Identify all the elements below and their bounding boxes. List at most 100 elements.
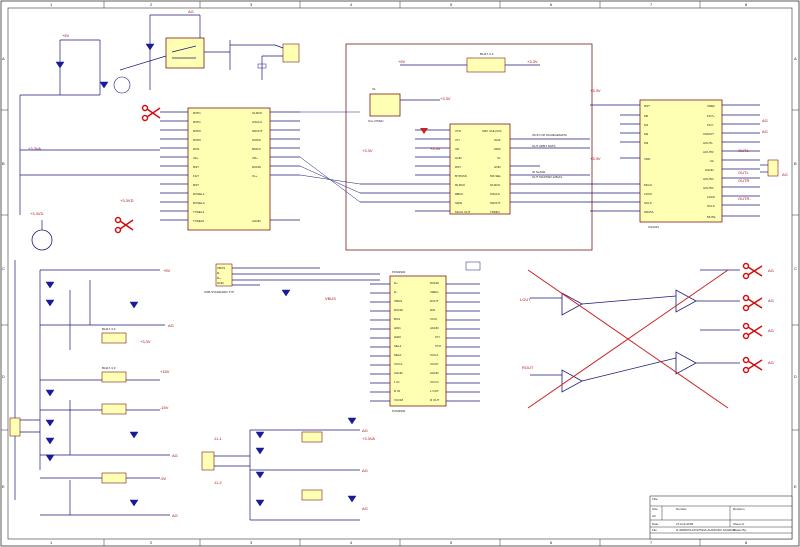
src-section: B1117-3.3 +5V +3.3V X1 Osc 27MHz +3.3V (299, 43, 593, 251)
row-markers: A B C D E A B C D E (1, 56, 799, 489)
row-b-right: B (794, 161, 797, 166)
col-7-top: 7 (650, 2, 653, 7)
receiver-chip-body (187, 107, 271, 231)
codec-pin-l5: HID1 (394, 326, 401, 330)
rx-pin-l6: RST (193, 165, 199, 169)
diode-d2 (145, 43, 155, 51)
codec-pin-l11: L IN (394, 380, 399, 384)
src-pin-r4: GND (494, 165, 502, 169)
col-8-top: 8 (745, 2, 748, 7)
dac-pin-r12: MUTE (707, 215, 716, 219)
dac-pin-r3: CMOUT (703, 132, 714, 136)
usb-pin-1: D- (217, 271, 220, 275)
dac-part: CS4344 (648, 225, 659, 229)
src-chip-body (449, 123, 511, 215)
file-label: File (652, 528, 657, 532)
rail-n15v-ps: -15V (160, 405, 169, 410)
codec-pin-r8: VCCA (430, 353, 438, 357)
rail-5v-src: +5V (398, 59, 406, 64)
dac-left-pins (590, 104, 640, 212)
codec-pin-l1: D- (394, 290, 397, 294)
codec-pin-r13: R OUT (430, 398, 440, 402)
col-7-bottom: 7 (650, 540, 653, 545)
j1-label: J1-1 (214, 436, 223, 441)
outl-minus-label: OUTL- (738, 148, 751, 153)
strike-line-2 (527, 269, 729, 409)
rx-pin-r3: OMCK (252, 138, 261, 142)
ag-out-1: AG (768, 268, 774, 273)
ag-dac-3: AG (782, 172, 788, 177)
date-value: 27-Feb-2009 (676, 522, 694, 526)
src-pin-l4: RST (455, 165, 461, 169)
dac-chip-body (639, 99, 723, 223)
row-c-left: C (2, 266, 5, 271)
rx-pin-l2: RXP0 (193, 129, 201, 133)
src-pin-l3: GND (455, 156, 463, 160)
rx-pin-r8: AGND (252, 219, 262, 223)
crystal-codec (465, 261, 481, 271)
rx-pin-r1: OSCLK (252, 120, 262, 124)
src-pin-r8: SDOUT (490, 201, 501, 205)
opamp-3 (675, 289, 697, 313)
regulator-u6 (301, 489, 323, 501)
bridge-diode-6 (45, 454, 55, 462)
reg-u2-label: B1117-3.3 (102, 366, 116, 370)
src-pin-r9: TDMIN (490, 210, 500, 214)
codec-part-bottom: PCM2902 (392, 409, 406, 413)
codec-pin-r7: XTO (435, 344, 442, 348)
codec-pin-l4: BUS (394, 317, 400, 321)
row-e-left: E (2, 484, 5, 489)
diode-d1 (55, 61, 65, 69)
rx-pin-l11: TXSEL1 (193, 210, 205, 214)
usb-pin-0: VBUS (217, 266, 225, 270)
dac-pin-l4: M3 (644, 141, 648, 145)
date-label: Date (652, 522, 659, 526)
outl-label: OUTL (738, 170, 749, 175)
vbus-label: VBUS (325, 296, 336, 301)
usb-jack-label: USB-STANDARD-TYP (204, 290, 234, 294)
i2s-note: IIS-IN OR IIS-REGEMATA (532, 133, 567, 137)
spdif-note: OUT 24BIT DATA (532, 144, 555, 148)
col-6-top: 6 (550, 2, 553, 7)
dac-pin-l5: VDD (644, 157, 651, 161)
rail-33-dac: +3.3V (590, 88, 601, 93)
col-4-bottom: 4 (350, 540, 353, 545)
rx-pin-r0: OLRCK (252, 111, 262, 115)
usb-jack (215, 263, 233, 287)
src-pin-r7: OSCLK (490, 192, 500, 196)
reg-src-label: B1117-3.3 (480, 52, 494, 56)
rx-pin-l3: RXP0 (193, 138, 201, 142)
rx-pin-r5: VD+ (252, 156, 258, 160)
ac-connector (201, 451, 215, 471)
dac-pin-l6: MCLK (644, 183, 652, 187)
src-pin-l8: SDIN (455, 201, 462, 205)
input-relay-section: +5V AG (19, 9, 300, 215)
rail-15v-ps: +15V (160, 369, 170, 374)
input-jack (31, 229, 53, 251)
rx-pin-l4: RXN (193, 147, 199, 151)
codec-pin-r12: L OUT (430, 389, 439, 393)
rail-33d-rx: +3.3VD (30, 211, 44, 216)
ag-out-4: AG (768, 360, 774, 365)
codec-pin-l10: AGND (394, 371, 404, 375)
regulator-u5 (301, 431, 323, 443)
rail-33d-rx2: +3.3VD (120, 198, 134, 203)
scissors-icon (742, 294, 763, 312)
scissors-icon (742, 322, 763, 340)
rail-33a-rx: +3.3VA (28, 146, 41, 151)
col-6-bottom: 6 (550, 540, 553, 545)
codec-pin-l6: HID0 (394, 335, 401, 339)
src-pin-l5: BYPASS (455, 174, 467, 178)
rail-5v-top: +5V (62, 33, 70, 38)
drawn-label: Drawn By: (733, 528, 747, 532)
bridge-diode-2 (45, 299, 55, 307)
col-2-bottom: 2 (150, 540, 153, 545)
receiver-ic: RXP1 RXP1 RXP0 RXP0 RXN VA+ RST FILT RST… (20, 107, 300, 251)
size-label: Size (652, 507, 658, 511)
bridge-diode-1 (45, 281, 55, 289)
receiver-left-pins (160, 111, 188, 221)
row-c-right: C (794, 266, 797, 271)
scissors-icon (141, 104, 161, 122)
row-a-left: A (2, 56, 5, 61)
